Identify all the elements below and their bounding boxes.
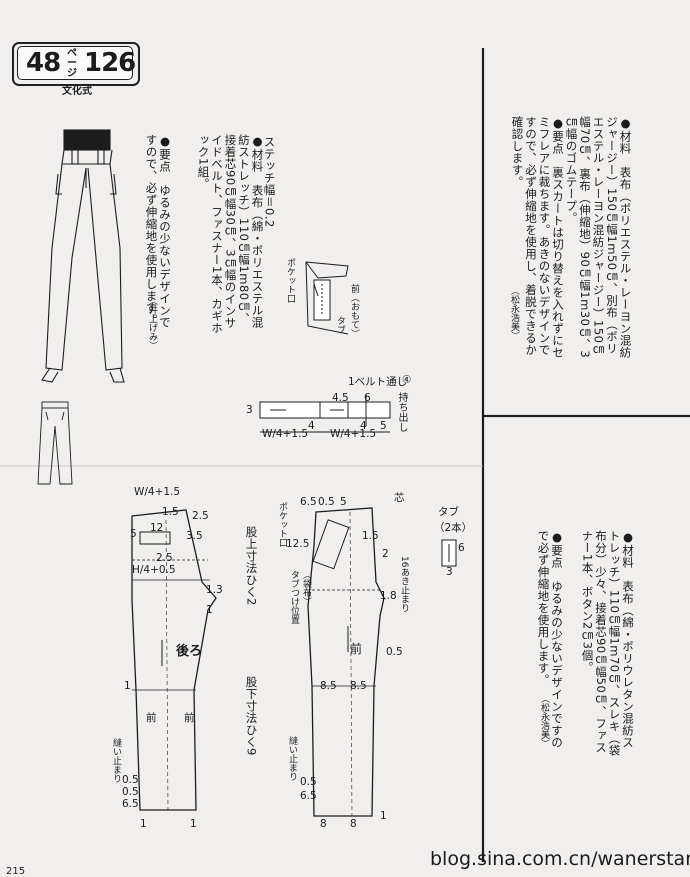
m-1-5: 1.5 [162, 506, 179, 518]
f-65: 6.5 [300, 496, 317, 508]
back-piece-label: 後ろ [176, 644, 203, 659]
m-05a: 0.5 [122, 774, 139, 786]
f-1: 1 [380, 810, 387, 822]
f-85a: 8.5 [320, 680, 337, 692]
mae-b: 前 [184, 712, 195, 724]
belt-loop-number: ④ [402, 374, 412, 386]
tab-small-label: タブ [335, 316, 345, 334]
m-5: 5 [130, 528, 137, 540]
m-1-3: 1.3 [206, 584, 223, 596]
right-top-materials: ●材料 表布（ポリエステル・レーヨン混紡ジャージー）150㎝幅1m50㎝、別布（… [564, 116, 633, 359]
left-materials-text: ●材料 表布（綿・ポリエステル混紡ストレッチ）110㎝幅1m80㎝、接着芯90㎝… [196, 134, 265, 334]
m-12: 12 [150, 522, 164, 534]
belt-m45: 4.5 [332, 392, 349, 404]
belt-m4a: 4 [308, 420, 315, 432]
page-number-badge [12, 42, 140, 86]
belt-w1: W/4+1.5 [262, 428, 309, 440]
tab-h: 6 [458, 542, 465, 554]
back-w-label: W/4+1.5 [134, 486, 181, 498]
mae-a: 前 [146, 712, 157, 724]
front-piece-label: 前 [350, 642, 363, 656]
belt-m6: 6 [364, 392, 371, 404]
f-65b: 6.5 [300, 790, 317, 802]
left-credit: （井上げみ） [147, 296, 157, 350]
pocket-front-label: ポケット口 [277, 502, 287, 547]
right-bottom-credit: （松永浩美） [539, 694, 549, 748]
waistband-diagram [259, 394, 391, 433]
m-3-5: 3.5 [186, 530, 203, 542]
tab-diagram [441, 539, 457, 567]
m-1d: 1 [190, 818, 197, 830]
page-number-badge-inner [17, 46, 133, 80]
m-1c: 1 [140, 818, 147, 830]
page-number-left: 48 [26, 48, 61, 78]
f-05c: 0.5 [300, 776, 317, 788]
belt-m4b: 4 [360, 420, 367, 432]
f-15: 1.5 [362, 530, 379, 542]
f-18: 1.8 [380, 590, 397, 602]
belt-w2: W/4+1.5 [330, 428, 377, 440]
f-125: 12.5 [286, 538, 310, 550]
m-1: 1 [206, 604, 213, 616]
m-25: 2.5 [192, 510, 209, 522]
opening-stop-label: 16あき止まり [399, 556, 409, 613]
right-top-points: ●要点 裏スカートは切り替えを入れずにセミフレアに裁ちます。あきのないデザインで… [510, 116, 566, 359]
right-top-credit: （松永浩美） [509, 286, 519, 340]
f-8a: 8 [320, 818, 327, 830]
right-bottom-materials: ●材料 表布（綿・ポリウレタン混紡ストレッチ）110㎝幅1m70㎝、スレキ（袋布… [580, 530, 636, 757]
tab-qty: （2本） [434, 522, 473, 534]
front-omote-label: 前（おもて） [349, 284, 359, 338]
pocket-label: ポケット口 [285, 258, 295, 303]
folio-number: 215 [6, 866, 26, 877]
pants-flat-sketch [37, 401, 73, 485]
tab-w: 3 [446, 566, 453, 578]
tab-position-label: タブつけ位置 [289, 570, 299, 624]
m-65: 6.5 [122, 798, 139, 810]
belt-loop-label: 1ベルト通し [348, 376, 408, 388]
f-2: 2 [382, 548, 389, 560]
pants-illustration [41, 129, 125, 383]
holdout-label: 持ち出し [396, 392, 407, 432]
f-85b: 8.5 [350, 680, 367, 692]
m-2-5: 2.5 [156, 552, 173, 564]
crotch-lower-label: 股下寸法ひく9 [244, 676, 259, 756]
tab-title: タブ [438, 506, 459, 518]
watermark-url: blog.sina.com.cn/wanerstart [430, 848, 690, 870]
core-label: 芯 [394, 492, 405, 504]
f-05: 0.5 [318, 496, 335, 508]
pocket-bag-label: （袋布） [301, 570, 311, 606]
right-bottom-points: ●要点 ゆるみの少ないデザインですので必ず伸縮地を使用します。 [536, 530, 565, 749]
left-points-text: ●要点 ゆるみの少ないデザインですので、必ず伸縮地を使用します。 [144, 134, 173, 329]
back-h-label: H/4+0.5 [132, 564, 176, 576]
m-1b: 1 [124, 680, 131, 692]
belt-m5: 5 [380, 420, 387, 432]
f-8b: 8 [350, 818, 357, 830]
back-pants-pattern [131, 509, 217, 811]
style-tag: 文化式 [62, 86, 92, 97]
belt-m3: 3 [246, 404, 253, 416]
crotch-upper-label: 股上寸法ひく2 [244, 526, 259, 606]
sew-stop-left: 縫い止まり [111, 738, 121, 783]
m-05b: 0.5 [122, 786, 139, 798]
sew-stop-right: 縫い止まり [287, 736, 297, 781]
page-number-right: 126 [84, 48, 136, 78]
f-05b: 0.5 [386, 646, 403, 658]
stitch-width-label: ステッチ幅＝0.2 [262, 136, 277, 228]
f-5: 5 [340, 496, 347, 508]
page-label: ページ [67, 48, 77, 79]
front-pants-pattern [307, 507, 385, 817]
pocket-detail-diagram [305, 261, 349, 335]
